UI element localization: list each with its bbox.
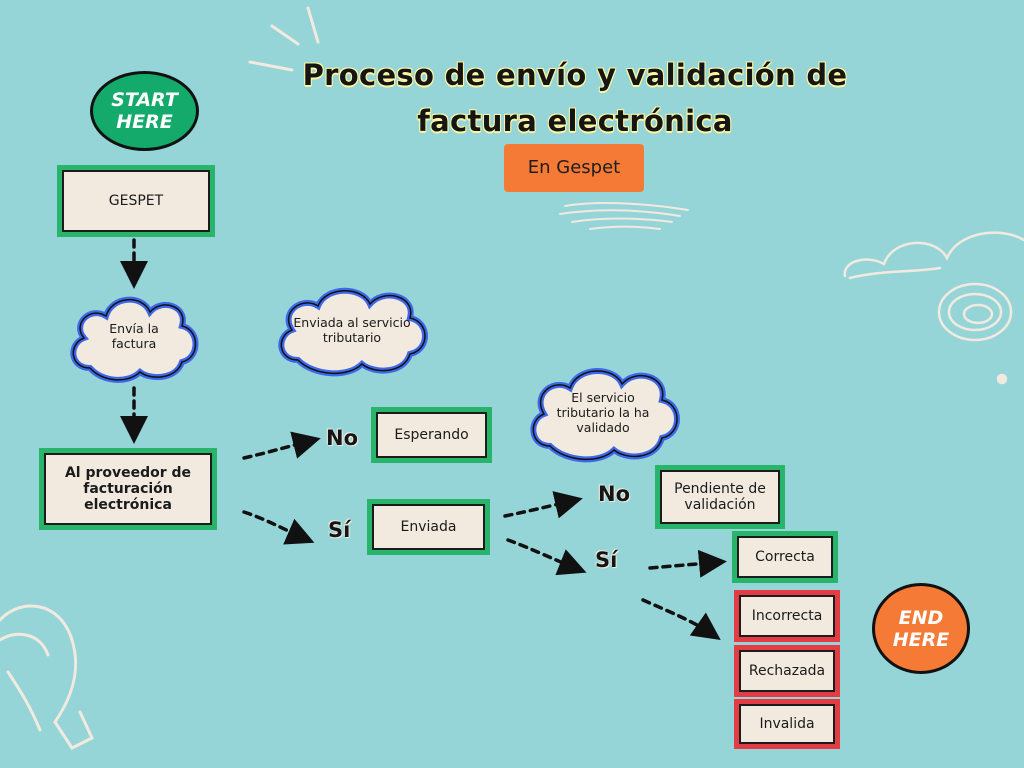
cloud-shape xyxy=(278,287,428,377)
node-pendiente-validacion: Pendiente de validación xyxy=(655,465,785,529)
cloud-sketch-decoration xyxy=(843,231,1024,385)
lightbulb-sketch-decoration xyxy=(0,604,94,750)
cloud-servicio-validado: El servicio tributario la ha validado xyxy=(524,360,682,464)
node-incorrecta: Incorrecta xyxy=(734,590,840,642)
scribble-decoration xyxy=(559,202,689,230)
branch-label-si: Sí xyxy=(595,548,618,572)
node-esperando: Esperando xyxy=(371,407,492,463)
sparkle-lines-decoration xyxy=(248,6,320,72)
diagram-title: Proceso de envío y validación de factura… xyxy=(302,58,848,138)
branch-label-no: No xyxy=(598,482,631,506)
node-enviada: Enviada xyxy=(367,499,490,555)
branch-label-no: No xyxy=(326,426,359,450)
node-rechazada: Rechazada xyxy=(734,645,840,697)
node-correcta: Correcta xyxy=(732,531,838,583)
cloud-enviada-servicio: Enviada al servicio tributario xyxy=(272,282,432,378)
cloud-shape xyxy=(70,296,199,383)
node-proveedor: Al proveedor de facturación electrónica xyxy=(39,448,217,530)
node-gespet: GESPET xyxy=(57,165,215,237)
flow-arrows xyxy=(120,238,727,641)
cloud-shape xyxy=(530,368,680,463)
branch-label-si: Sí xyxy=(328,518,351,542)
subtitle-badge: En Gespet xyxy=(504,144,644,192)
cloud-envia-factura: Envía la factura xyxy=(66,288,202,384)
node-invalida: Invalida xyxy=(734,699,840,749)
start-here-badge: START HERE xyxy=(90,71,199,151)
end-here-badge: END HERE xyxy=(872,583,970,674)
